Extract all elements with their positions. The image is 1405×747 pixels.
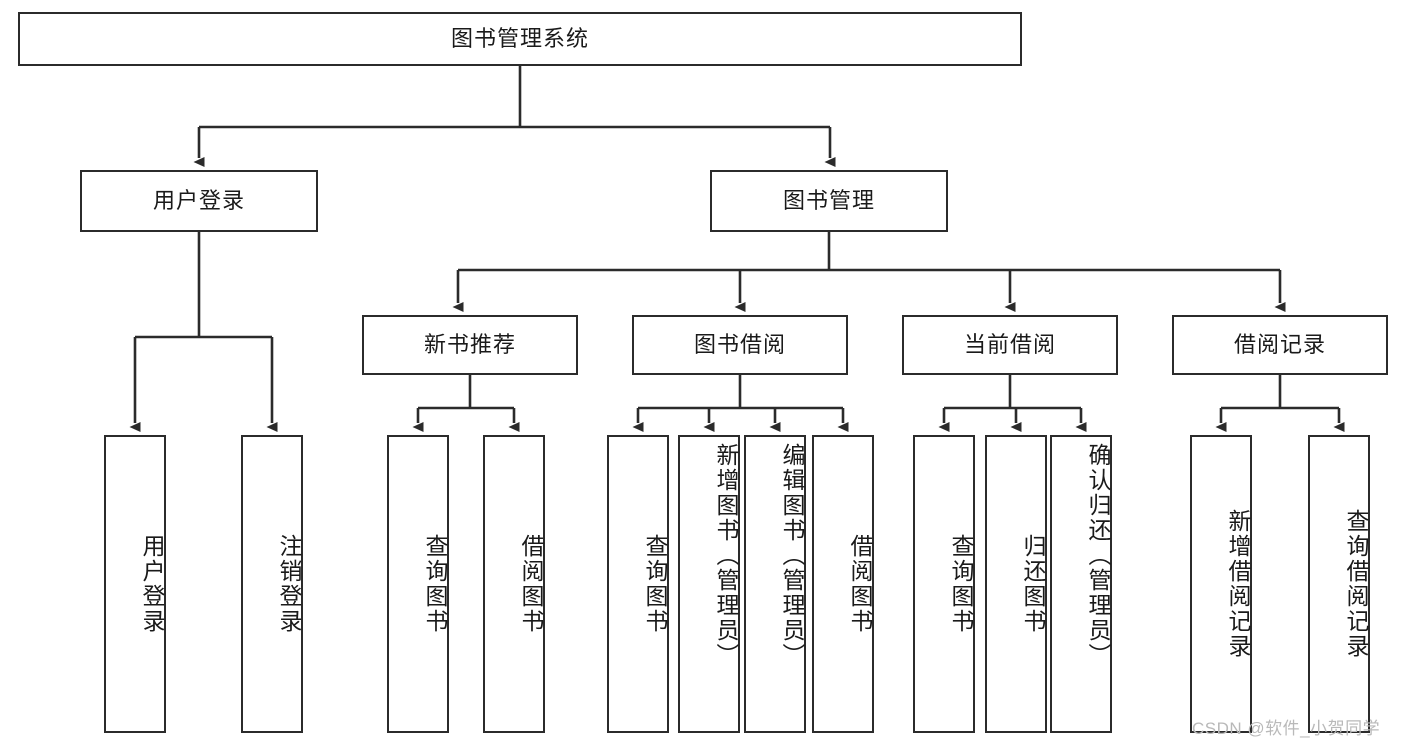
leaf-borrow-book-recommend[interactable]: 借阅图书 <box>483 435 545 733</box>
leaf-add-book-label: 新增图书（管理员） <box>713 443 739 668</box>
node-book-manage[interactable]: 图书管理 <box>710 170 948 232</box>
leaf-borrow-book-label: 借阅图书 <box>847 534 873 634</box>
leaf-logout[interactable]: 注销登录 <box>241 435 303 733</box>
leaf-user-login[interactable]: 用户登录 <box>104 435 166 733</box>
node-borrow-record[interactable]: 借阅记录 <box>1172 315 1388 375</box>
leaf-borrow-book[interactable]: 借阅图书 <box>812 435 874 733</box>
watermark-text: CSDN @软件_小贺同学 <box>1192 719 1381 738</box>
leaf-query-book-recommend-label: 查询图书 <box>422 534 448 634</box>
leaf-confirm-return-label: 确认归还（管理员） <box>1085 443 1111 668</box>
leaf-confirm-return[interactable]: 确认归还（管理员） <box>1050 435 1112 733</box>
leaf-query-borrow-record-label: 查询借阅记录 <box>1343 509 1369 659</box>
node-current-borrow[interactable]: 当前借阅 <box>902 315 1118 375</box>
node-user-login[interactable]: 用户登录 <box>80 170 318 232</box>
leaf-query-book-current-label: 查询图书 <box>948 534 974 634</box>
leaf-user-login-label: 用户登录 <box>139 534 165 634</box>
leaf-edit-book[interactable]: 编辑图书（管理员） <box>744 435 806 733</box>
node-book-borrow[interactable]: 图书借阅 <box>632 315 848 375</box>
node-book-manage-label: 图书管理 <box>782 187 875 213</box>
leaf-add-borrow-record[interactable]: 新增借阅记录 <box>1190 435 1252 733</box>
leaf-query-borrow-record[interactable]: 查询借阅记录 <box>1308 435 1370 733</box>
leaf-add-book[interactable]: 新增图书（管理员） <box>678 435 740 733</box>
node-borrow-record-label: 借阅记录 <box>1233 331 1326 357</box>
node-root-label: 图书管理系统 <box>450 25 589 51</box>
leaf-query-book-current[interactable]: 查询图书 <box>913 435 975 733</box>
node-new-book-recommend-label: 新书推荐 <box>423 331 516 357</box>
leaf-edit-book-label: 编辑图书（管理员） <box>779 443 805 668</box>
node-root[interactable]: 图书管理系统 <box>18 12 1022 66</box>
node-current-borrow-label: 当前借阅 <box>963 331 1056 357</box>
leaf-return-book-label: 归还图书 <box>1020 534 1046 634</box>
leaf-logout-label: 注销登录 <box>276 534 302 634</box>
leaf-borrow-book-recommend-label: 借阅图书 <box>518 534 544 634</box>
leaf-add-borrow-record-label: 新增借阅记录 <box>1225 509 1251 659</box>
leaf-return-book[interactable]: 归还图书 <box>985 435 1047 733</box>
leaf-query-book-borrow[interactable]: 查询图书 <box>607 435 669 733</box>
leaf-query-book-recommend[interactable]: 查询图书 <box>387 435 449 733</box>
node-user-login-label: 用户登录 <box>152 187 245 213</box>
leaf-query-book-borrow-label: 查询图书 <box>642 534 668 634</box>
node-new-book-recommend[interactable]: 新书推荐 <box>362 315 578 375</box>
node-book-borrow-label: 图书借阅 <box>693 331 786 357</box>
